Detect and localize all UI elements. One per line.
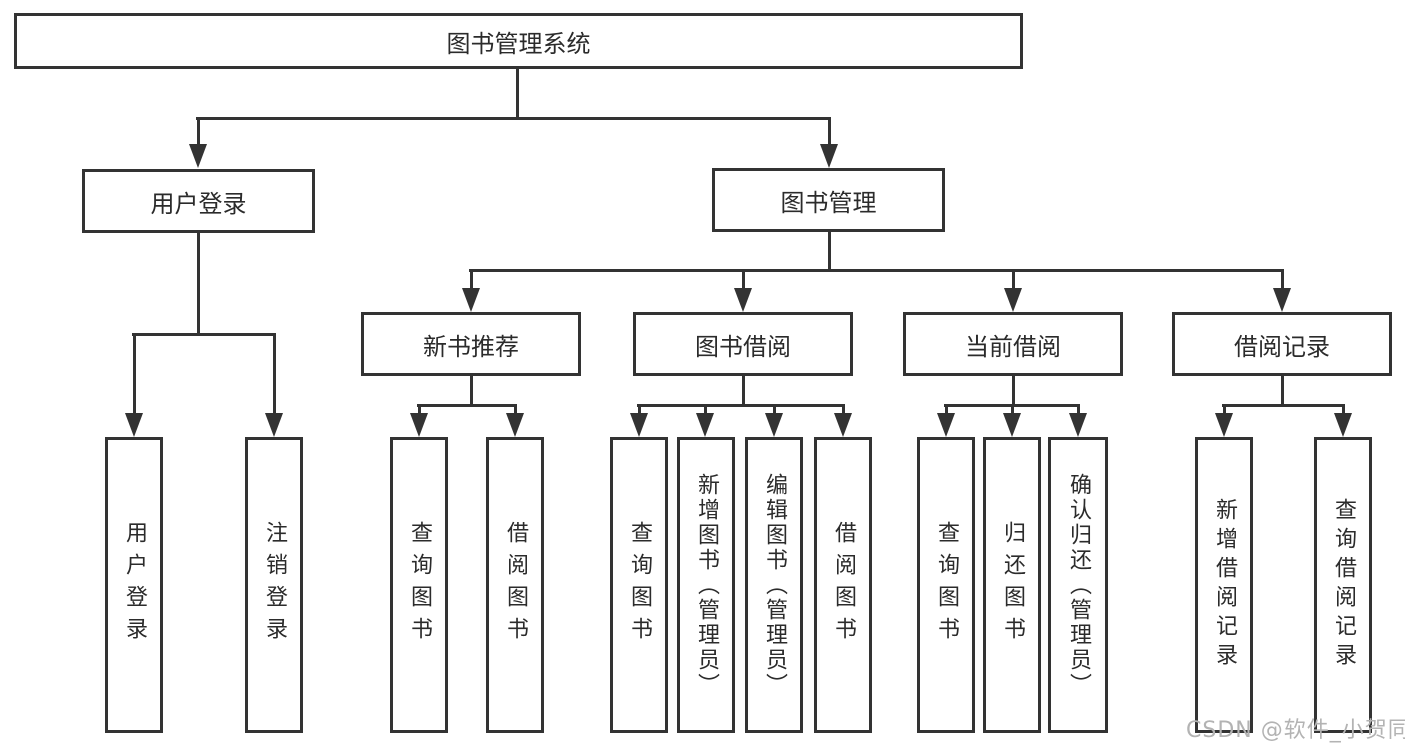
- leaf-rec-query-books-label: 查询图书: [407, 521, 432, 649]
- connector-to-book-mgmt: [828, 117, 831, 147]
- node-borrow-record-label: 借阅记录: [1234, 332, 1330, 361]
- node-book-mgmt-label: 图书管理: [780, 188, 877, 217]
- connector-br-bar: [1222, 404, 1344, 407]
- arrowhead-bb-add: [696, 413, 714, 437]
- node-book-borrow: 图书借阅: [633, 312, 853, 376]
- leaf-user-login-label: 用户登录: [122, 521, 147, 649]
- leaf-cb-query-books-label: 查询图书: [934, 521, 959, 649]
- leaf-rec-query-books: 查询图书: [390, 437, 448, 733]
- arrowhead-user-login: [189, 144, 207, 168]
- node-book-borrow-label: 图书借阅: [695, 332, 791, 361]
- arrowhead-cb-confirm: [1069, 413, 1087, 437]
- arrowhead-current-borrow: [1004, 288, 1022, 312]
- node-current-borrow: 当前借阅: [903, 312, 1123, 376]
- connector-bb-bar: [637, 404, 845, 407]
- watermark: CSDN @软件_小贺同学: [1186, 718, 1405, 743]
- leaf-cb-return-books-label: 归还图书: [1000, 521, 1025, 649]
- leaf-bb-borrow-books: 借阅图书: [814, 437, 872, 733]
- leaf-br-query-record-label: 查询借阅记录: [1331, 498, 1356, 672]
- arrowhead-book-borrow: [734, 288, 752, 312]
- connector-cb-stem: [1012, 376, 1015, 407]
- arrowhead-borrow-record: [1273, 288, 1291, 312]
- connector-to-book-borrow: [742, 269, 745, 291]
- connector-to-br-add: [1223, 404, 1226, 416]
- connector-to-bb-query: [638, 404, 641, 416]
- node-current-borrow-label: 当前借阅: [965, 332, 1061, 361]
- leaf-bb-query-books: 查询图书: [610, 437, 668, 733]
- connector-to-rec-borrow: [514, 404, 517, 416]
- connector-rec-bar: [417, 404, 517, 407]
- connector-to-bb-add: [704, 404, 707, 416]
- node-user-login-label: 用户登录: [150, 189, 247, 218]
- leaf-rec-borrow-books-label: 借阅图书: [503, 521, 528, 649]
- arrowhead-login: [125, 413, 143, 437]
- leaf-cb-confirm-return-label: 确认归还（管理员）: [1066, 472, 1091, 698]
- connector-bookmgmt-bar: [469, 269, 1284, 272]
- connector-br-stem: [1281, 376, 1284, 407]
- connector-to-current-borrow: [1012, 269, 1015, 291]
- leaf-user-login: 用户登录: [105, 437, 163, 733]
- connector-bb-stem: [742, 376, 745, 407]
- connector-to-borrow-record: [1281, 269, 1284, 291]
- leaf-br-query-record: 查询借阅记录: [1314, 437, 1372, 733]
- node-root-label: 图书管理系统: [446, 29, 591, 58]
- connector-to-logout: [273, 333, 276, 416]
- leaf-cb-confirm-return: 确认归还（管理员）: [1048, 437, 1108, 733]
- arrowhead-cb-query: [937, 413, 955, 437]
- arrowhead-rec-borrow: [506, 413, 524, 437]
- leaf-bb-borrow-books-label: 借阅图书: [831, 521, 856, 649]
- leaf-bb-query-books-label: 查询图书: [627, 521, 652, 649]
- leaf-bb-edit-books: 编辑图书（管理员）: [745, 437, 803, 733]
- arrowhead-logout: [265, 413, 283, 437]
- arrowhead-bb-query: [630, 413, 648, 437]
- connector-to-new-book-rec: [470, 269, 473, 291]
- node-new-book-rec-label: 新书推荐: [423, 332, 519, 361]
- arrowhead-rec-query: [410, 413, 428, 437]
- arrowhead-br-add: [1215, 413, 1233, 437]
- connector-root-stem: [516, 69, 519, 119]
- leaf-cb-return-books: 归还图书: [983, 437, 1041, 733]
- connector-user-bar: [132, 333, 276, 336]
- connector-to-bb-borrow: [842, 404, 845, 416]
- connector-to-cb-query: [945, 404, 948, 416]
- node-new-book-rec: 新书推荐: [361, 312, 581, 376]
- connector-user-stem: [197, 233, 200, 336]
- arrowhead-br-query: [1334, 413, 1352, 437]
- leaf-bb-edit-books-label: 编辑图书（管理员）: [762, 472, 787, 698]
- leaf-logout-label: 注销登录: [262, 521, 287, 649]
- leaf-br-add-record-label: 新增借阅记录: [1212, 498, 1237, 672]
- connector-to-cb-confirm: [1077, 404, 1080, 416]
- arrowhead-bb-edit: [765, 413, 783, 437]
- arrowhead-new-book-rec: [462, 288, 480, 312]
- arrowhead-cb-return: [1003, 413, 1021, 437]
- connector-root-bar: [196, 117, 831, 120]
- node-borrow-record: 借阅记录: [1172, 312, 1392, 376]
- connector-to-login: [133, 333, 136, 416]
- arrowhead-book-mgmt: [820, 144, 838, 168]
- connector-to-bb-edit: [773, 404, 776, 416]
- connector-to-rec-query: [418, 404, 421, 416]
- leaf-rec-borrow-books: 借阅图书: [486, 437, 544, 733]
- leaf-br-add-record: 新增借阅记录: [1195, 437, 1253, 733]
- leaf-cb-query-books: 查询图书: [917, 437, 975, 733]
- arrowhead-bb-borrow: [834, 413, 852, 437]
- leaf-bb-add-books: 新增图书（管理员）: [677, 437, 735, 733]
- connector-to-cb-return: [1011, 404, 1014, 416]
- node-book-mgmt: 图书管理: [712, 168, 945, 232]
- connector-to-br-query: [1342, 404, 1345, 416]
- leaf-logout: 注销登录: [245, 437, 303, 733]
- node-root: 图书管理系统: [14, 13, 1023, 69]
- connector-to-user-login: [197, 117, 200, 147]
- node-user-login: 用户登录: [82, 169, 315, 233]
- connector-bookmgmt-stem: [828, 232, 831, 272]
- leaf-bb-add-books-label: 新增图书（管理员）: [694, 472, 719, 698]
- connector-rec-stem: [470, 376, 473, 407]
